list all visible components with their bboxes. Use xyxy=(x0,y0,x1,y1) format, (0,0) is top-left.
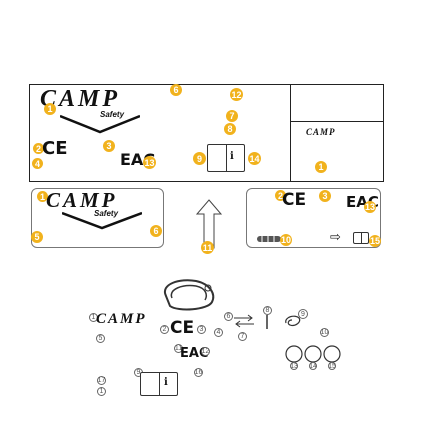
ce-mark: CE xyxy=(42,138,68,159)
mid-right-callout-3: 3 xyxy=(319,190,331,202)
mid-callout-1: 1 xyxy=(37,191,48,202)
right-camp-logo: CAMP xyxy=(306,127,336,137)
right-callout-1: 1 xyxy=(315,161,327,173)
instruction-book-icon: i xyxy=(207,144,245,172)
diagram-num-16: 16 xyxy=(194,368,203,377)
diagram-num-8: 8 xyxy=(263,306,272,315)
top-label-divider xyxy=(290,84,291,182)
diagram-num-13: 13 xyxy=(290,362,298,370)
callout-13: 13 xyxy=(143,156,156,169)
callout-9: 9 xyxy=(193,152,206,165)
callout-3: 3 xyxy=(103,140,115,152)
callout-4: 4 xyxy=(32,158,43,169)
diagram-num-10: 10 xyxy=(320,328,329,337)
diagram-num-2: 2 xyxy=(160,325,169,334)
mid-camp-logo: CAMP xyxy=(46,188,118,212)
mid-right-callout-10: 10 xyxy=(280,234,292,246)
pin-icon xyxy=(266,315,268,329)
diagram-num-7: 7 xyxy=(238,332,247,341)
diagram-num-4: 4 xyxy=(214,328,223,337)
open-arrows-icon xyxy=(234,314,254,328)
mid-left-label xyxy=(31,188,164,248)
mid-right-callout-2: 2 xyxy=(275,190,286,201)
mid-ce-mark: CE xyxy=(282,190,307,210)
rope-icon xyxy=(257,236,281,242)
diagram-book-icon: i xyxy=(140,372,178,396)
mid-book-icon xyxy=(353,232,369,244)
callout-6: 6 xyxy=(170,84,182,96)
mid-right-label xyxy=(246,188,381,248)
diagram-num-1b: 1 xyxy=(97,387,106,396)
diagram-ce-mark: CE xyxy=(170,318,195,338)
diagram-num-1: 1 xyxy=(89,313,98,322)
diagram-camp-logo: CAMP xyxy=(96,311,147,327)
mid-callout-6: 6 xyxy=(150,225,162,237)
callout-7: 7 xyxy=(226,110,238,122)
mid-callout-11: 11 xyxy=(201,241,214,254)
callout-1: 1 xyxy=(44,103,56,115)
safety-chevron-icon xyxy=(60,114,140,134)
mid-right-callout-15: 15 xyxy=(369,235,381,247)
diagram-num-6: 6 xyxy=(224,312,233,321)
carabiner-icon xyxy=(163,279,215,311)
safety-text: Safety xyxy=(100,110,125,119)
mid-arrow-glyph: ⇨ xyxy=(330,230,341,245)
mid-safety-text: Safety xyxy=(94,209,119,218)
diagram-num-14: 14 xyxy=(309,362,317,370)
diagram-num-9: 9 xyxy=(298,309,308,319)
diagram-num-5: 5 xyxy=(96,334,105,343)
diagram-num-17: 17 xyxy=(97,376,106,385)
top-label-sheet xyxy=(29,84,384,182)
diagram-num-11: 11 xyxy=(174,344,183,353)
callout-14: 14 xyxy=(248,152,261,165)
mid-safety-chevron-icon xyxy=(62,211,142,230)
diagram-num-12: 12 xyxy=(201,347,210,356)
diagram-num-3: 3 xyxy=(197,325,206,334)
callout-8: 8 xyxy=(224,123,236,135)
loop-icon xyxy=(285,315,301,327)
callout-12: 12 xyxy=(230,88,243,101)
top-label-right-divider xyxy=(290,121,384,122)
diagram-num-15: 15 xyxy=(328,362,336,370)
mid-right-callout-13: 13 xyxy=(364,201,376,213)
mid-callout-5: 5 xyxy=(31,231,43,243)
callout-2: 2 xyxy=(33,143,44,154)
